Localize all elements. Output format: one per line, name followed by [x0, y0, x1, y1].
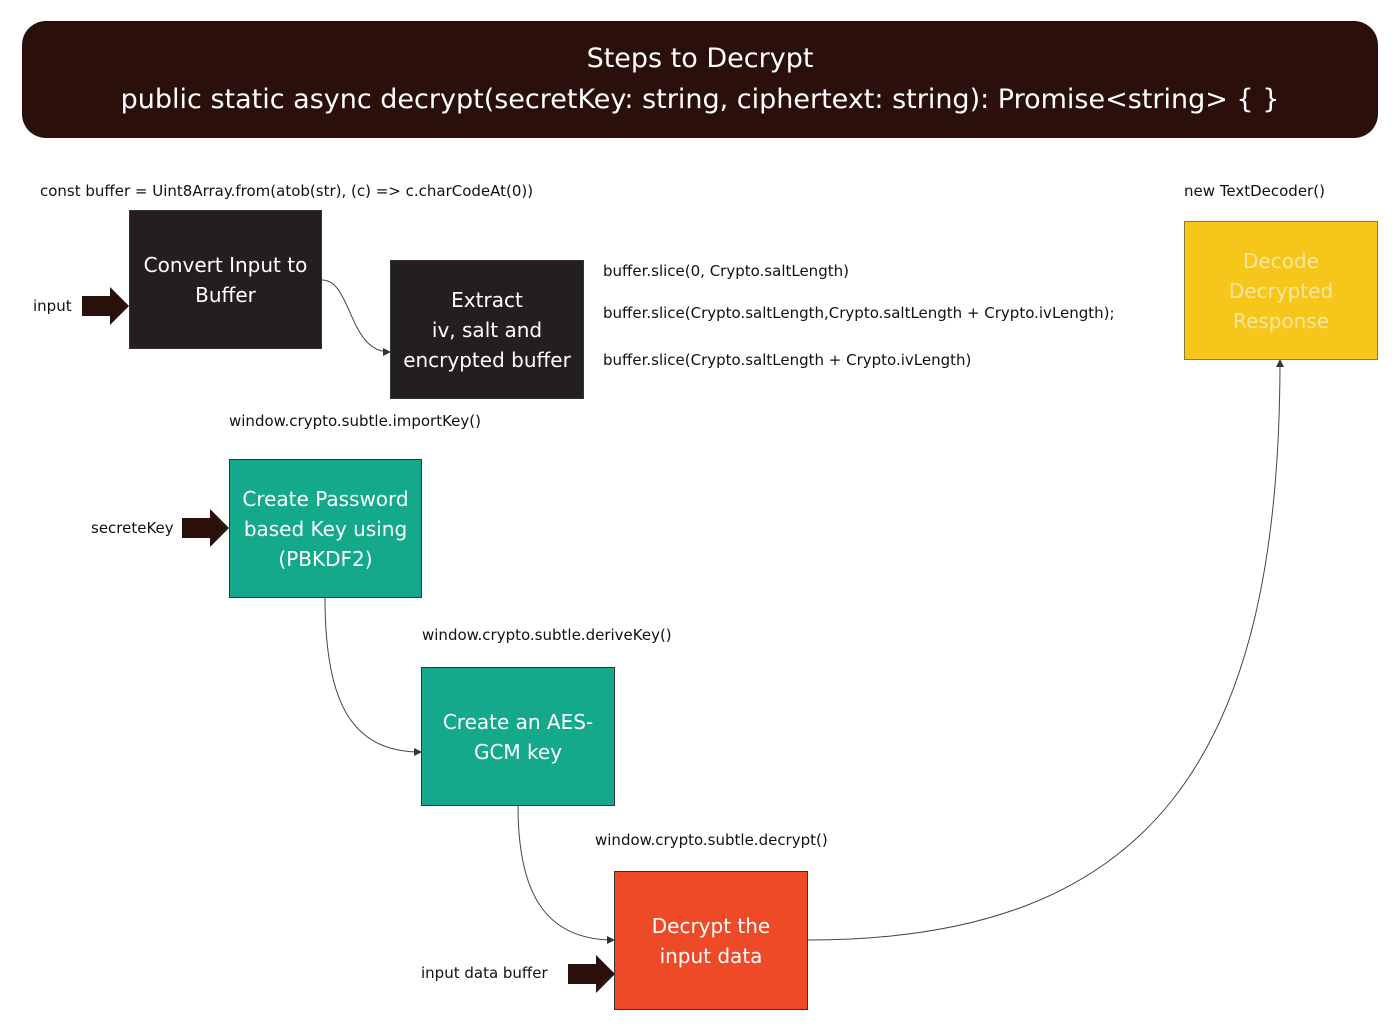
title-banner: Steps to Decrypt public static async dec…: [22, 21, 1378, 138]
input-arrow-secretkey: [182, 509, 229, 547]
decode-box-label-line3: Response: [1232, 308, 1330, 333]
extract-box-label-line2: iv, salt and: [431, 317, 543, 342]
extract-data-code: buffer.slice(Crypto.saltLength + Crypto.…: [603, 351, 972, 369]
connector-password-to-aes: [324, 597, 422, 756]
method-signature: public static async decrypt(secretKey: s…: [120, 83, 1280, 115]
decrypt-box-label: Decrypt the input data: [651, 913, 771, 968]
input-arrow-databuffer: [568, 955, 615, 993]
password-key-box-label: Create Password based Key using (PBKDF2): [242, 486, 409, 571]
derive-key-code-label: window.crypto.subtle.deriveKey(): [422, 626, 672, 644]
extract-salt-code: buffer.slice(0, Crypto.saltLength): [603, 262, 849, 280]
password-key-box: Create Password based Key using (PBKDF2): [229, 459, 422, 598]
extract-iv-code: buffer.slice(Crypto.saltLength,Crypto.sa…: [603, 304, 1115, 322]
import-key-code-label: window.crypto.subtle.importKey(): [229, 412, 481, 430]
decrypt-box: Decrypt the input data: [614, 871, 808, 1010]
input-arrow-convert: [82, 287, 129, 325]
connector-aes-to-decrypt: [517, 805, 615, 944]
input-data-buffer-label: input data buffer: [421, 964, 548, 982]
input-label: input: [33, 297, 72, 315]
aes-key-box-label: Create an AES-GCM key: [442, 709, 594, 764]
diagram-title: Steps to Decrypt: [586, 42, 814, 74]
convert-input-box: Convert Input to Buffer: [129, 210, 322, 349]
decrypt-code-label: window.crypto.subtle.decrypt(): [595, 831, 828, 849]
secretkey-label: secreteKey: [91, 519, 174, 537]
decode-box: Decode Decrypted Response: [1184, 221, 1378, 360]
extract-box-label-line1: Extract: [451, 287, 523, 312]
extract-box: Extract iv, salt and encrypted buffer: [390, 260, 584, 399]
connector-convert-to-extract: [321, 279, 391, 356]
decode-box-label-line2: Decrypted: [1228, 278, 1334, 303]
extract-box-label-line3: encrypted buffer: [403, 347, 571, 372]
convert-input-box-label: Convert Input to Buffer: [143, 252, 308, 307]
convert-code-label: const buffer = Uint8Array.from(atob(str)…: [40, 182, 534, 200]
text-decoder-code-label: new TextDecoder(): [1184, 182, 1325, 200]
connector-decrypt-to-decode: [807, 359, 1284, 941]
decode-box-label-line1: Decode: [1243, 248, 1319, 273]
aes-key-box: Create an AES-GCM key: [421, 667, 615, 806]
